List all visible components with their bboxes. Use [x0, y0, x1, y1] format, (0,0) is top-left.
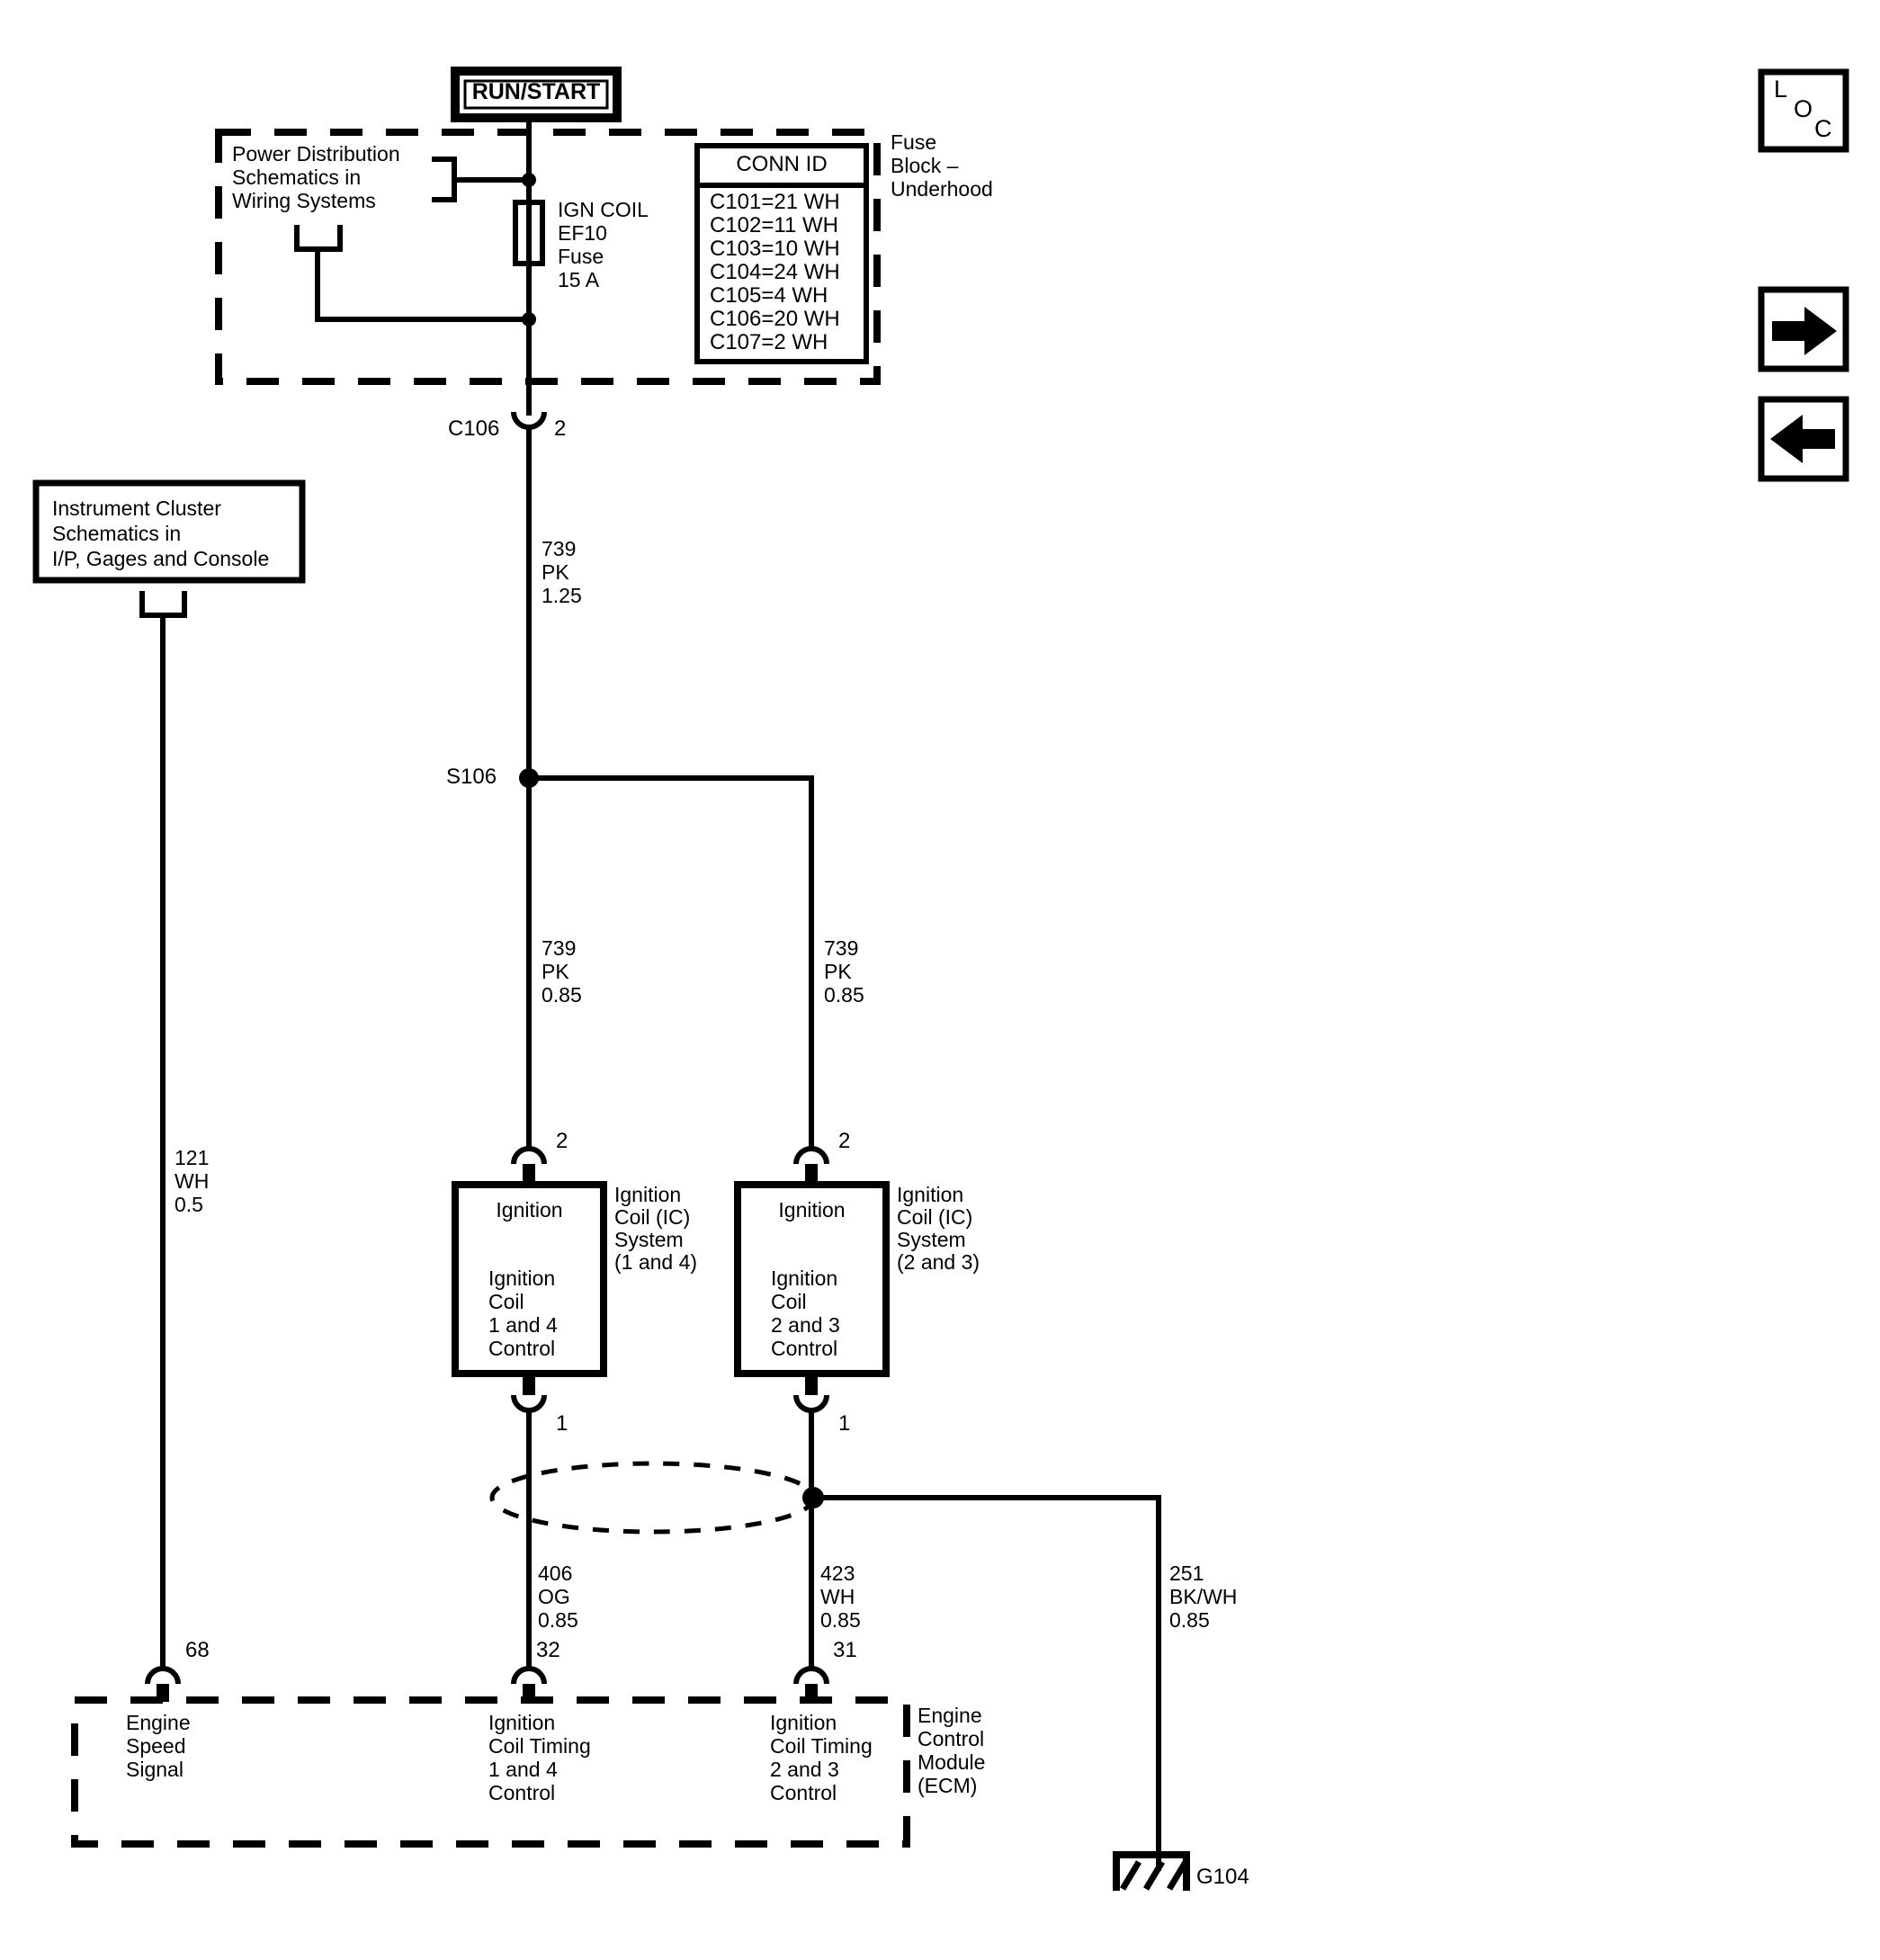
- coil14-title: Ignition: [496, 1198, 563, 1222]
- instrument-cluster-reference: Instrument Cluster Schematics in I/P, Ga…: [52, 497, 270, 570]
- coil23-side-label: Ignition Coil (IC) System (2 and 3): [897, 1183, 980, 1274]
- previous-page-button[interactable]: [1758, 396, 1849, 482]
- reference-bracket-top: [432, 157, 457, 202]
- conn-id-table-frame: [694, 143, 869, 364]
- ecm-timing-23: Ignition Coil Timing 2 and 3 Control: [770, 1711, 873, 1804]
- ecm-pin31-arc: [793, 1666, 829, 1685]
- conn-id-row: C101=21 WH: [710, 190, 840, 214]
- wire-label-739-main: 739 PK 1.25: [542, 537, 582, 607]
- wire-lines: [139, 121, 1161, 1871]
- wire-251-bkwh: [813, 1495, 1161, 1871]
- conn-id-row: C102=11 WH: [710, 213, 838, 237]
- ecm-pin68-arc: [145, 1666, 181, 1685]
- connector-c106-arc: [511, 411, 547, 430]
- ecm-pin-31: 31: [833, 1638, 857, 1662]
- conn-id-row: C106=20 WH: [710, 307, 840, 331]
- ground-g104-label: G104: [1196, 1865, 1249, 1889]
- reference-bracket-cluster: [139, 591, 187, 618]
- coil23-pin-out: 1: [838, 1411, 851, 1436]
- fuse-label: IGN COIL EF10 Fuse 15 A: [558, 198, 649, 291]
- conn-id-header: CONN ID: [736, 152, 828, 176]
- wire-label-121: 121 WH 0.5: [175, 1146, 210, 1216]
- ecm-timing-14: Ignition Coil Timing 1 and 4 Control: [488, 1711, 591, 1804]
- ecm-outline: [71, 1696, 910, 1848]
- coil23-box: [734, 1181, 890, 1377]
- coil14-input-arc: [511, 1146, 547, 1165]
- coil23-pin-in: 2: [838, 1129, 851, 1153]
- splice-s106-label: S106: [446, 765, 497, 789]
- ecm-pin32-arc: [511, 1666, 547, 1685]
- junction-dot-bottom: [522, 312, 536, 327]
- instrument-cluster-box: [32, 479, 306, 584]
- run-start-frame: [451, 67, 622, 122]
- power-mode-label: RUN/START: [471, 79, 601, 104]
- ecm-engine-speed-signal: Engine Speed Signal: [126, 1711, 191, 1781]
- ecm-pin-32: 32: [536, 1638, 560, 1662]
- coil23-body: Ignition Coil 2 and 3 Control: [771, 1266, 840, 1360]
- coil23-input-arc: [793, 1146, 829, 1165]
- connector-stubs: [157, 1164, 818, 1702]
- coil14-pin-in: 2: [556, 1129, 568, 1153]
- fuse-block-outline: [215, 129, 881, 385]
- arrow-right-icon: [1772, 307, 1837, 355]
- fuse-symbol: [513, 200, 545, 266]
- next-page-button[interactable]: [1758, 286, 1849, 372]
- coil14-box: [452, 1181, 607, 1377]
- loc-icon-letter-c: C: [1814, 115, 1832, 142]
- coil14-side-label: Ignition Coil (IC) System (1 and 4): [614, 1183, 698, 1274]
- junction-dot-top: [522, 173, 536, 187]
- splice-s106-dot: [519, 768, 539, 788]
- power-distribution-reference: Power Distribution Schematics in Wiring …: [232, 142, 400, 212]
- coil23-output-arc: [793, 1394, 829, 1413]
- connector-c106-label: C106: [448, 416, 500, 441]
- wire-ref-bottom-jumper: [315, 249, 529, 322]
- wire-label-251: 251 BK/WH 0.85: [1169, 1562, 1238, 1632]
- connector-arcs: [145, 411, 829, 1685]
- reference-bracket-bottom: [294, 225, 343, 252]
- loc-icon-letter-l: L: [1774, 76, 1788, 103]
- ecm-title: Engine Control Module (ECM): [918, 1704, 986, 1797]
- fuse-block-title: Fuse Block – Underhood: [891, 130, 993, 201]
- conn-id-row: C105=4 WH: [710, 283, 828, 308]
- conn-id-row: C107=2 WH: [710, 330, 828, 354]
- coil14-body: Ignition Coil 1 and 4 Control: [488, 1266, 558, 1360]
- conn-id-row: C103=10 WH: [710, 237, 840, 261]
- ground-symbol-g104: [1113, 1851, 1190, 1891]
- wire-label-406: 406 OG 0.85: [538, 1562, 578, 1632]
- coil14-output-arc: [511, 1394, 547, 1413]
- loc-button-frame[interactable]: [1758, 68, 1849, 153]
- arrow-left-icon: [1770, 415, 1835, 463]
- coil14-pin-out: 1: [556, 1411, 568, 1436]
- connector-c106-pin: 2: [554, 416, 567, 441]
- coil23-title: Ignition: [778, 1198, 846, 1222]
- ecm-pin-68: 68: [185, 1638, 210, 1662]
- harness-loop-ellipse: [489, 1461, 817, 1535]
- loc-icon-letter-o: O: [1794, 95, 1813, 122]
- wire-label-423: 423 WH 0.85: [820, 1562, 861, 1632]
- wire-label-739-right: 739 PK 0.85: [824, 936, 864, 1007]
- wire-label-739-left: 739 PK 0.85: [542, 936, 582, 1007]
- conn-id-row: C104=24 WH: [710, 260, 840, 284]
- wire-739-pk-branch: [529, 775, 814, 1149]
